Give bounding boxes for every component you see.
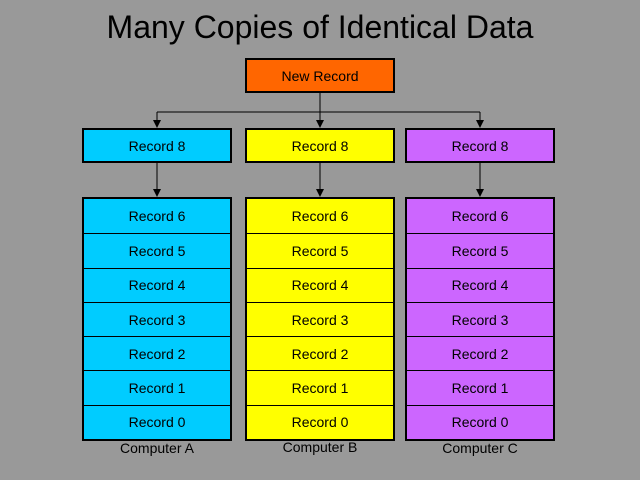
record-row: Record 3 bbox=[407, 301, 553, 336]
computer-b-label: Computer B bbox=[282, 439, 358, 455]
record-row: Record 4 bbox=[247, 267, 393, 302]
record-row: Record 4 bbox=[407, 267, 553, 302]
record-row: Record 3 bbox=[247, 301, 393, 336]
record-row: Record 5 bbox=[84, 233, 230, 267]
record-row: Record 6 bbox=[128, 208, 186, 225]
record-row: Record 0 bbox=[84, 404, 230, 439]
record-row: Record 0 bbox=[407, 404, 553, 439]
diagram-title: Many Copies of Identical Data bbox=[106, 9, 534, 45]
record-row: Record 2 bbox=[247, 336, 393, 370]
record-row: Record 1 bbox=[247, 370, 393, 404]
computer-a-record-stack: Record 6 Record 5 Record 4 Record 3 Reco… bbox=[82, 197, 232, 442]
record-row: Record 4 bbox=[84, 267, 230, 302]
computer-c-incoming-label: Record 8 bbox=[451, 137, 509, 154]
record-row: Record 3 bbox=[84, 301, 230, 336]
computer-c-incoming-record: Record 8 bbox=[405, 128, 555, 163]
computer-a-incoming-record: Record 8 bbox=[82, 128, 232, 163]
record-row: Record 1 bbox=[84, 370, 230, 404]
record-row: Record 2 bbox=[84, 336, 230, 370]
computer-a-label: Computer A bbox=[120, 440, 194, 456]
new-record-label: New Record bbox=[281, 67, 359, 84]
computer-b-incoming-label: Record 8 bbox=[291, 137, 349, 154]
record-row: Record 6 bbox=[451, 208, 509, 225]
computer-b-record-stack: Record 6 Record 5 Record 4 Record 3 Reco… bbox=[245, 197, 395, 442]
computer-c-record-stack: Record 6 Record 5 Record 4 Record 3 Reco… bbox=[405, 197, 555, 442]
computer-b-incoming-record: Record 8 bbox=[245, 128, 395, 163]
computer-a-incoming-label: Record 8 bbox=[128, 137, 186, 154]
record-row: Record 5 bbox=[247, 233, 393, 267]
record-row: Record 5 bbox=[407, 233, 553, 267]
record-row: Record 1 bbox=[407, 370, 553, 404]
record-row: Record 6 bbox=[291, 208, 349, 225]
computer-c-label: Computer C bbox=[442, 440, 518, 456]
new-record-box: New Record bbox=[245, 58, 395, 93]
record-row: Record 2 bbox=[407, 336, 553, 370]
record-row: Record 0 bbox=[247, 404, 393, 439]
